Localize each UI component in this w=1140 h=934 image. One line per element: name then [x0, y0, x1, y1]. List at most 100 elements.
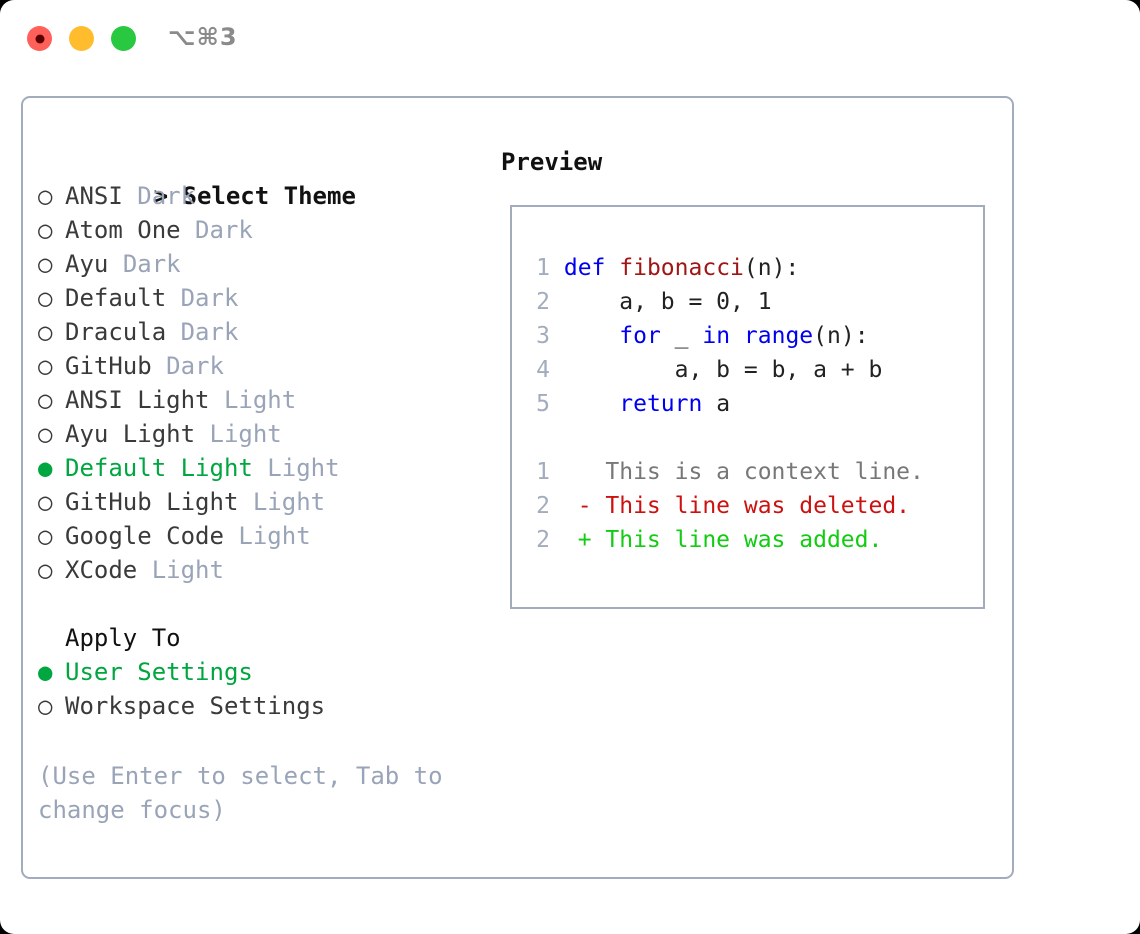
code-token: a	[702, 391, 731, 417]
theme-option-label: Default Light	[65, 454, 253, 482]
diff-line-number: 2	[536, 493, 550, 519]
code-line: 5 return a	[524, 387, 924, 421]
diff-line-add: 2 + This line was added.	[524, 523, 924, 557]
code-token: (n):	[743, 255, 800, 281]
diff-line-ctx: 1 This is a context line.	[524, 455, 924, 489]
theme-option-github[interactable]: ○ GitHub Dark	[38, 349, 478, 383]
code-token: fibonacci	[619, 255, 744, 281]
radio-unselected-icon: ○	[38, 420, 53, 448]
theme-option-tag: Light	[151, 556, 224, 584]
radio-unselected-icon: ○	[38, 284, 53, 312]
radio-unselected-icon: ○	[38, 692, 53, 720]
theme-option-tag: Dark	[195, 216, 253, 244]
apply-to-option-workspace-settings[interactable]: ○ Workspace Settings	[38, 689, 478, 723]
code-line: 2 a, b = 0, 1	[524, 285, 924, 319]
theme-option-default-light[interactable]: ●Default Light Light	[38, 451, 478, 485]
theme-option-label: Default	[65, 284, 167, 312]
theme-option-tag: Dark	[166, 352, 224, 380]
theme-option-default[interactable]: ○ Default Dark	[38, 281, 478, 315]
diff-lines: 1 This is a context line. 2 - This line w…	[524, 455, 924, 557]
theme-option-tag: Light	[252, 488, 326, 516]
radio-unselected-icon: ○	[38, 352, 53, 380]
theme-option-label: Ayu Light	[65, 420, 196, 448]
diff-text: This line was deleted.	[605, 493, 911, 519]
code-line-number: 5	[536, 391, 550, 417]
diff-line-number: 1	[536, 459, 550, 485]
theme-option-ayu[interactable]: ○ Ayu Dark	[38, 247, 478, 281]
theme-option-tag: Dark	[180, 318, 239, 346]
theme-option-google-code[interactable]: ○ Google Code Light	[38, 519, 478, 553]
theme-option-tag: Dark	[180, 284, 239, 312]
diff-marker: -	[550, 493, 606, 519]
theme-option-label: Ayu	[65, 250, 109, 278]
apply-to-header: Apply To	[65, 624, 181, 652]
theme-option-tag: Dark	[122, 250, 181, 278]
diff-text: This line was added.	[605, 527, 883, 553]
minimize-button[interactable]	[69, 26, 94, 51]
maximize-button[interactable]	[111, 26, 136, 51]
radio-unselected-icon: ○	[38, 488, 53, 516]
code-token: range	[743, 323, 814, 349]
keyboard-hint-text: (Use Enter to select, Tab to change focu…	[38, 762, 443, 824]
diff-marker	[550, 459, 605, 485]
theme-option-github-light[interactable]: ○ GitHub Light Light	[38, 485, 478, 519]
focus-caret-icon: >	[153, 182, 169, 210]
diff-marker: +	[550, 527, 606, 553]
theme-option-atom-one[interactable]: ○ Atom One Dark	[38, 213, 478, 247]
preview-title: Preview	[501, 148, 603, 176]
radio-unselected-icon: ○	[38, 250, 53, 278]
code-line-number: 4	[536, 357, 550, 383]
theme-option-ansi-light[interactable]: ○ANSI Light Light	[38, 383, 478, 417]
theme-option-label: GitHub Light	[65, 488, 239, 516]
theme-list: ○ANSI Dark○Atom One Dark○Ayu Dark○Defaul…	[38, 179, 478, 587]
code-line-number: 2	[536, 289, 550, 315]
theme-option-label: GitHub	[65, 352, 152, 380]
theme-selector-column: > Select Theme ○ANSI Dark○Atom One Dark○…	[38, 145, 478, 723]
theme-option-label: ANSI	[65, 182, 123, 210]
code-token: def	[563, 255, 606, 281]
radio-selected-icon: ●	[38, 658, 53, 686]
code-token: (n):	[813, 323, 869, 349]
keyboard-shortcut-label: ⌥⌘3	[168, 23, 238, 51]
radio-selected-icon: ●	[38, 454, 53, 482]
radio-unselected-icon: ○	[38, 522, 53, 550]
theme-option-dracula[interactable]: ○ Dracula Dark	[38, 315, 478, 349]
close-button[interactable]	[27, 26, 52, 51]
theme-option-label: Atom One	[65, 216, 181, 244]
diff-text: This is a context line.	[605, 459, 924, 485]
code-token	[730, 323, 744, 349]
titlebar: ⌥⌘3	[0, 0, 1140, 78]
diff-line-number: 2	[536, 527, 550, 553]
code-token: a, b = 0, 1	[563, 289, 772, 315]
code-token: _	[660, 323, 703, 349]
radio-unselected-icon: ○	[38, 318, 53, 346]
apply-to-option-label: Workspace Settings	[65, 692, 326, 720]
apply-to-option-label: User Settings	[65, 658, 253, 686]
theme-option-xcode[interactable]: ○ XCode Light	[38, 553, 478, 587]
apply-to-option-user-settings[interactable]: ● User Settings	[38, 655, 478, 689]
theme-option-ansi[interactable]: ○ANSI Dark	[38, 179, 478, 213]
code-diff-spacer	[524, 421, 924, 455]
code-token: in	[702, 323, 731, 349]
radio-unselected-icon: ○	[38, 556, 53, 584]
theme-option-tag: Light	[223, 386, 297, 414]
theme-option-label: XCode	[65, 556, 138, 584]
code-token: a, b = b, a + b	[563, 357, 883, 383]
list-spacer	[38, 587, 478, 621]
main-panel: > Select Theme ○ANSI Dark○Atom One Dark○…	[21, 96, 1014, 879]
radio-unselected-icon: ○	[38, 216, 53, 244]
theme-option-ayu-light[interactable]: ○Ayu Light Light	[38, 417, 478, 451]
theme-option-label: Google Code	[65, 522, 224, 550]
preview-column: Preview	[501, 145, 1001, 179]
traffic-light-group	[27, 26, 136, 51]
code-token: for	[619, 323, 661, 349]
theme-option-label: Dracula	[65, 318, 167, 346]
code-token: return	[619, 391, 703, 417]
code-line: 4 a, b = b, a + b	[524, 353, 924, 387]
theme-option-tag: Light	[238, 522, 311, 550]
code-token	[605, 255, 619, 281]
